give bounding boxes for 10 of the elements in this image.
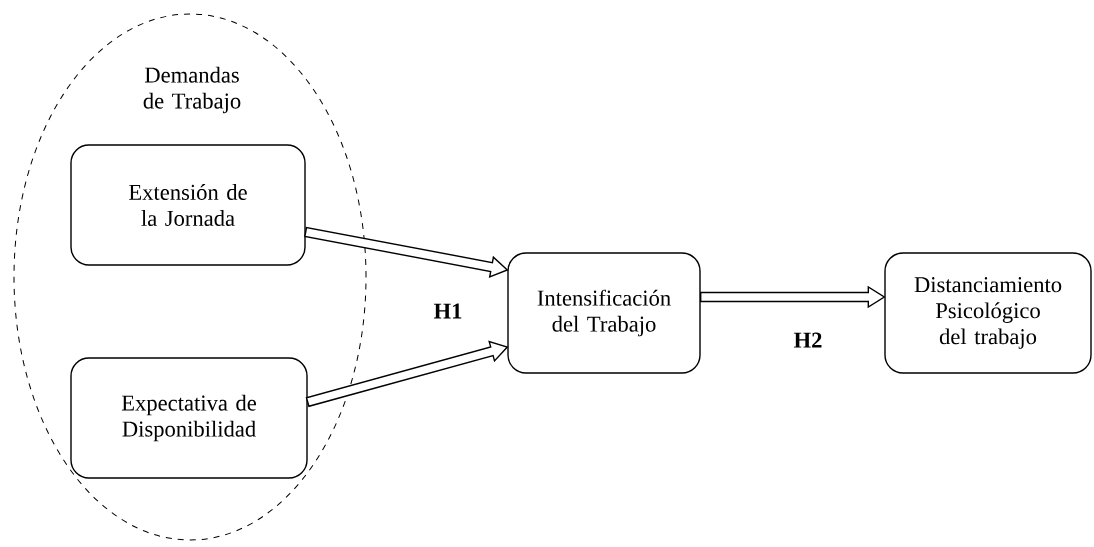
- hypothesis-label: H1: [433, 303, 462, 319]
- dashed-ellipse: [13, 13, 367, 541]
- rounded-box: Expectativa de Disponibilidad: [70, 357, 308, 479]
- group-heading: Demandas de Trabajo: [143, 66, 241, 114]
- block-arrow: [304, 226, 509, 278]
- rounded-box: Distanciamiento Psicológico del trabajo: [884, 252, 1092, 374]
- rounded-box: Extensión de la Jornada: [70, 144, 306, 266]
- hypothesis-label: H2: [793, 332, 822, 348]
- rounded-box: Intensificación del Trabajo: [507, 252, 701, 374]
- block-arrow: [700, 285, 886, 309]
